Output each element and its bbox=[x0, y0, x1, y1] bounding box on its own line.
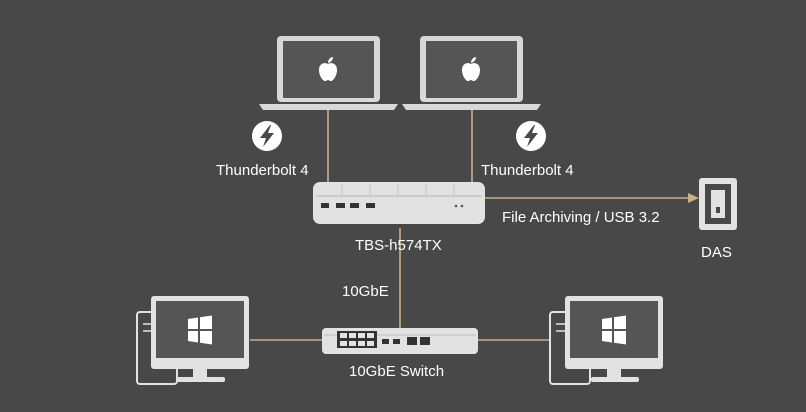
apple-logo-icon bbox=[462, 57, 480, 81]
nas-device bbox=[313, 182, 485, 224]
thunderbolt-icon bbox=[516, 121, 546, 151]
windows-logo-icon bbox=[602, 315, 626, 345]
apple-logo-icon bbox=[319, 57, 337, 81]
usb-arrow-head bbox=[688, 193, 699, 203]
laptop-right bbox=[402, 36, 541, 110]
thunderbolt-icon bbox=[252, 121, 282, 151]
thunderbolt-label-right: Thunderbolt 4 bbox=[481, 162, 574, 179]
desktop-right bbox=[549, 296, 663, 385]
windows-logo-icon bbox=[188, 315, 212, 345]
switch-label: 10GbE Switch bbox=[349, 363, 444, 380]
ethernet-label: 10GbE bbox=[342, 283, 389, 300]
switch-device bbox=[322, 328, 478, 354]
nas-label: TBS-h574TX bbox=[355, 237, 442, 254]
das-label: DAS bbox=[701, 244, 732, 261]
das-device bbox=[699, 178, 737, 230]
laptop-left bbox=[259, 36, 398, 110]
desktop-left bbox=[136, 296, 249, 385]
thunderbolt-label-left: Thunderbolt 4 bbox=[216, 162, 309, 179]
file-archiving-label: File Archiving / USB 3.2 bbox=[502, 209, 660, 226]
connection-lines bbox=[250, 110, 699, 341]
